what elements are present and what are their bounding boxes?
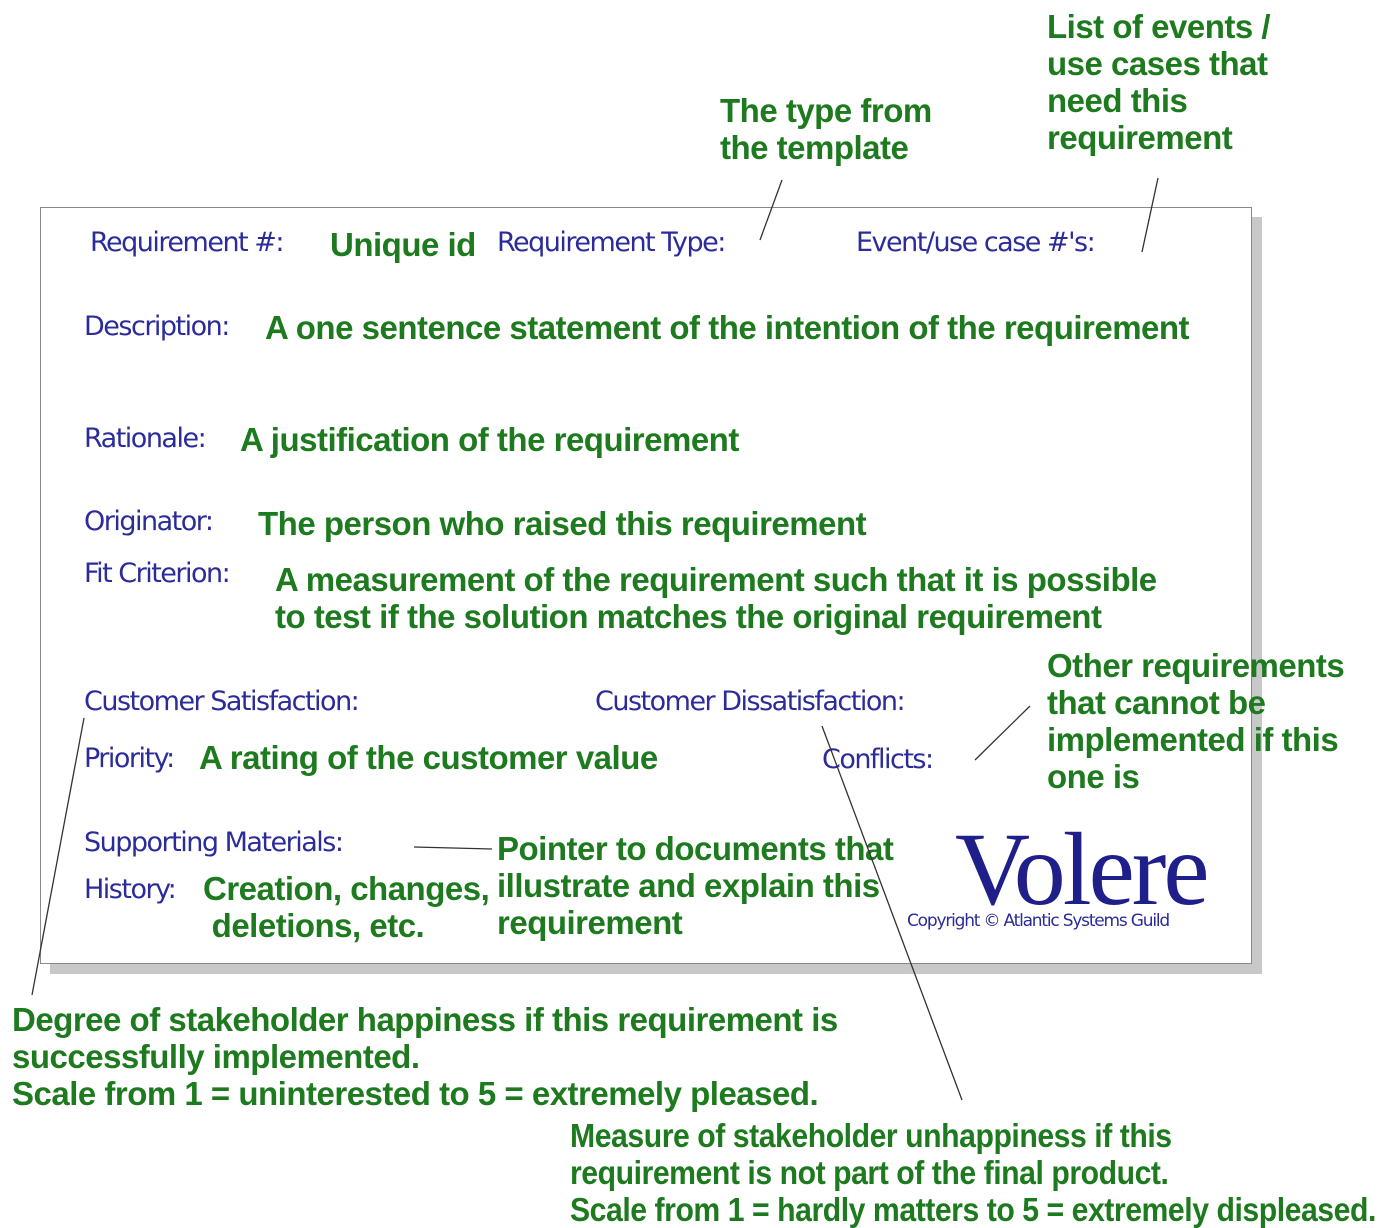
originator-label: Originator: (84, 506, 214, 537)
description-value: A one sentence statement of the intentio… (265, 309, 1190, 346)
requirement-number-label: Requirement #: (90, 227, 284, 258)
conflicts-leader-line (974, 705, 1031, 761)
dissatisfaction-leader-line (821, 725, 963, 1101)
event-use-case-label: Event/use case #'s: (856, 227, 1096, 258)
supporting-leader-line (413, 846, 493, 850)
fit-criterion-value: A measurement of the requirement such th… (275, 561, 1157, 635)
customer-satisfaction-label: Customer Satisfaction: (84, 686, 360, 717)
type-annotation: The type from the template (720, 92, 932, 166)
volere-logo: Volere (955, 812, 1210, 927)
requirement-card (40, 207, 1252, 964)
priority-value: A rating of the customer value (199, 739, 658, 776)
dissatisfaction-annotation: Measure of stakeholder unhappiness if th… (570, 1117, 1376, 1228)
rationale-value: A justification of the requirement (240, 421, 739, 458)
conflicts-annotation: Other requirements that cannot be implem… (1047, 647, 1345, 795)
satisfaction-leader-line (31, 717, 85, 996)
description-label: Description: (84, 311, 230, 342)
conflicts-label: Conflicts: (822, 744, 934, 775)
rationale-label: Rationale: (84, 423, 207, 454)
requirement-number-value: Unique id (330, 226, 476, 263)
history-label: History: (84, 874, 177, 905)
customer-dissatisfaction-label: Customer Dissatisfaction: (595, 686, 906, 717)
requirement-type-label: Requirement Type: (497, 227, 726, 258)
priority-label: Priority: (84, 743, 175, 774)
type-leader-line (759, 179, 783, 241)
originator-value: The person who raised this requirement (258, 505, 867, 542)
supporting-materials-value: Pointer to documents that illustrate and… (497, 830, 894, 941)
events-leader-line (1141, 177, 1159, 253)
fit-criterion-label: Fit Criterion: (84, 558, 231, 589)
history-value: Creation, changes, deletions, etc. (203, 870, 490, 944)
satisfaction-annotation: Degree of stakeholder happiness if this … (12, 1001, 838, 1112)
supporting-materials-label: Supporting Materials: (84, 827, 344, 858)
copyright-notice: Copyright © Atlantic Systems Guild (907, 911, 1170, 931)
events-annotation: List of events / use cases that need thi… (1047, 8, 1271, 156)
